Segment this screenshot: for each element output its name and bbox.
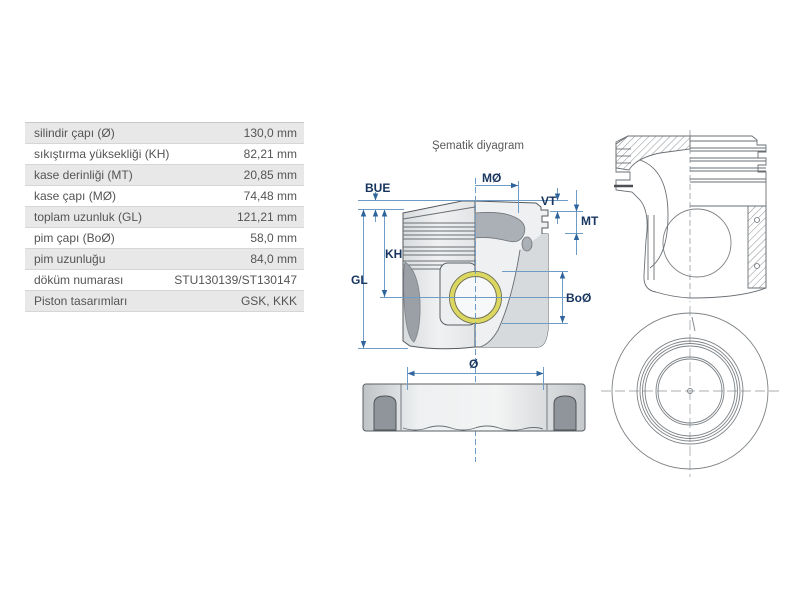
detail-drawing	[614, 130, 767, 302]
spec-label: silindir çapı (Ø)	[34, 126, 115, 140]
dim-label-kh: KH	[385, 247, 402, 261]
spec-label: kase derinliği (MT)	[34, 168, 133, 182]
spec-label: pim çapı (BoØ)	[34, 231, 115, 245]
spec-label: sıkıştırma yüksekliği (KH)	[34, 147, 170, 161]
spec-value: GSK, KKK	[240, 294, 297, 308]
dim-label-gl: GL	[351, 273, 368, 287]
dim-label-mt: MT	[581, 214, 599, 228]
dim-label-bue: BUE	[365, 181, 390, 195]
table-row: pim çapı (BoØ) 58,0 mm	[25, 228, 304, 249]
table-row: Piston tasarımları GSK, KKK	[25, 291, 304, 312]
diagram-title: Şematik diyagram	[431, 140, 525, 152]
spec-value: 74,48 mm	[243, 189, 297, 203]
dim-label-diameter: Ø	[469, 357, 478, 371]
dim-label-mo: MØ	[482, 171, 501, 185]
orientation-tick	[691, 316, 696, 332]
spec-value: 130,0 mm	[243, 126, 297, 140]
spec-value: 58,0 mm	[250, 231, 297, 245]
spec-value: 20,85 mm	[243, 168, 297, 182]
spec-label: pim uzunluğu	[34, 252, 106, 266]
spec-table: silindir çapı (Ø) 130,0 mm sıkıştırma yük…	[25, 122, 304, 312]
spec-label: kase çapı (MØ)	[34, 189, 117, 203]
table-row: pim uzunluğu 84,0 mm	[25, 249, 304, 270]
spec-value: STU130139/ST130147	[174, 273, 297, 287]
spec-value: 84,0 mm	[250, 252, 297, 266]
table-row: silindir çapı (Ø) 130,0 mm	[25, 123, 304, 144]
spec-value: 121,21 mm	[236, 210, 297, 224]
table-row: kase çapı (MØ) 74,48 mm	[25, 186, 304, 207]
spec-value: 82,21 mm	[243, 147, 297, 161]
table-row: toplam uzunluk (GL) 121,21 mm	[25, 207, 304, 228]
spec-label: Piston tasarımları	[34, 294, 128, 308]
dim-label-vt: VT	[541, 194, 557, 208]
main-schematic: BUE MØ VT MT KH GL BoØ	[351, 171, 599, 462]
spec-label: döküm numarası	[34, 273, 124, 287]
dim-label-bo: BoØ	[566, 291, 591, 305]
table-row: sıkıştırma yüksekliği (KH) 82,21 mm	[25, 144, 304, 165]
table-row: kase derinliği (MT) 20,85 mm	[25, 165, 304, 186]
table-row: döküm numarası STU130139/ST130147	[25, 270, 304, 291]
bottom-crown-view: Ø	[362, 357, 586, 432]
spec-label: toplam uzunluk (GL)	[34, 210, 143, 224]
top-view-circles	[601, 306, 779, 477]
